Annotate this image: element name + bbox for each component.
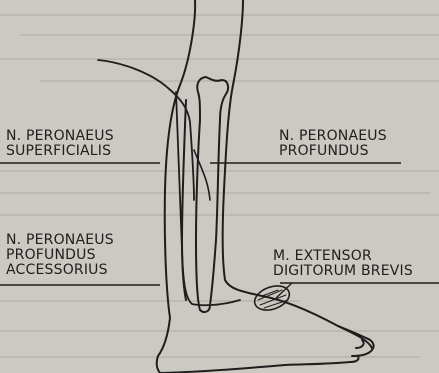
label-line: M. EXTENSOR [273, 249, 413, 264]
label-n-peronaeus-profundus: N. PERONAEUS PROFUNDUS [279, 129, 387, 159]
label-line: PROFUNDUS [6, 248, 114, 263]
label-n-peronaeus-profundus-accessorius: N. PERONAEUS PROFUNDUS ACCESSORIUS [6, 233, 114, 278]
label-m-extensor-digitorum-brevis: M. EXTENSOR DIGITORUM BREVIS [273, 249, 413, 279]
label-line: ACCESSORIUS [6, 263, 114, 278]
label-line: SUPERFICIALIS [6, 144, 114, 159]
label-line: N. PERONAEUS [6, 233, 114, 248]
foot-sole-outline [160, 362, 350, 373]
label-line: N. PERONAEUS [6, 129, 114, 144]
label-n-peronaeus-superficialis: N. PERONAEUS SUPERFICIALIS [6, 129, 114, 159]
label-line: DIGITORUM BREVIS [273, 264, 413, 279]
leg-posterior-outline [157, 0, 195, 373]
leg-anterior-outline [223, 0, 372, 348]
label-line: N. PERONAEUS [279, 129, 387, 144]
label-line: PROFUNDUS [279, 144, 387, 159]
